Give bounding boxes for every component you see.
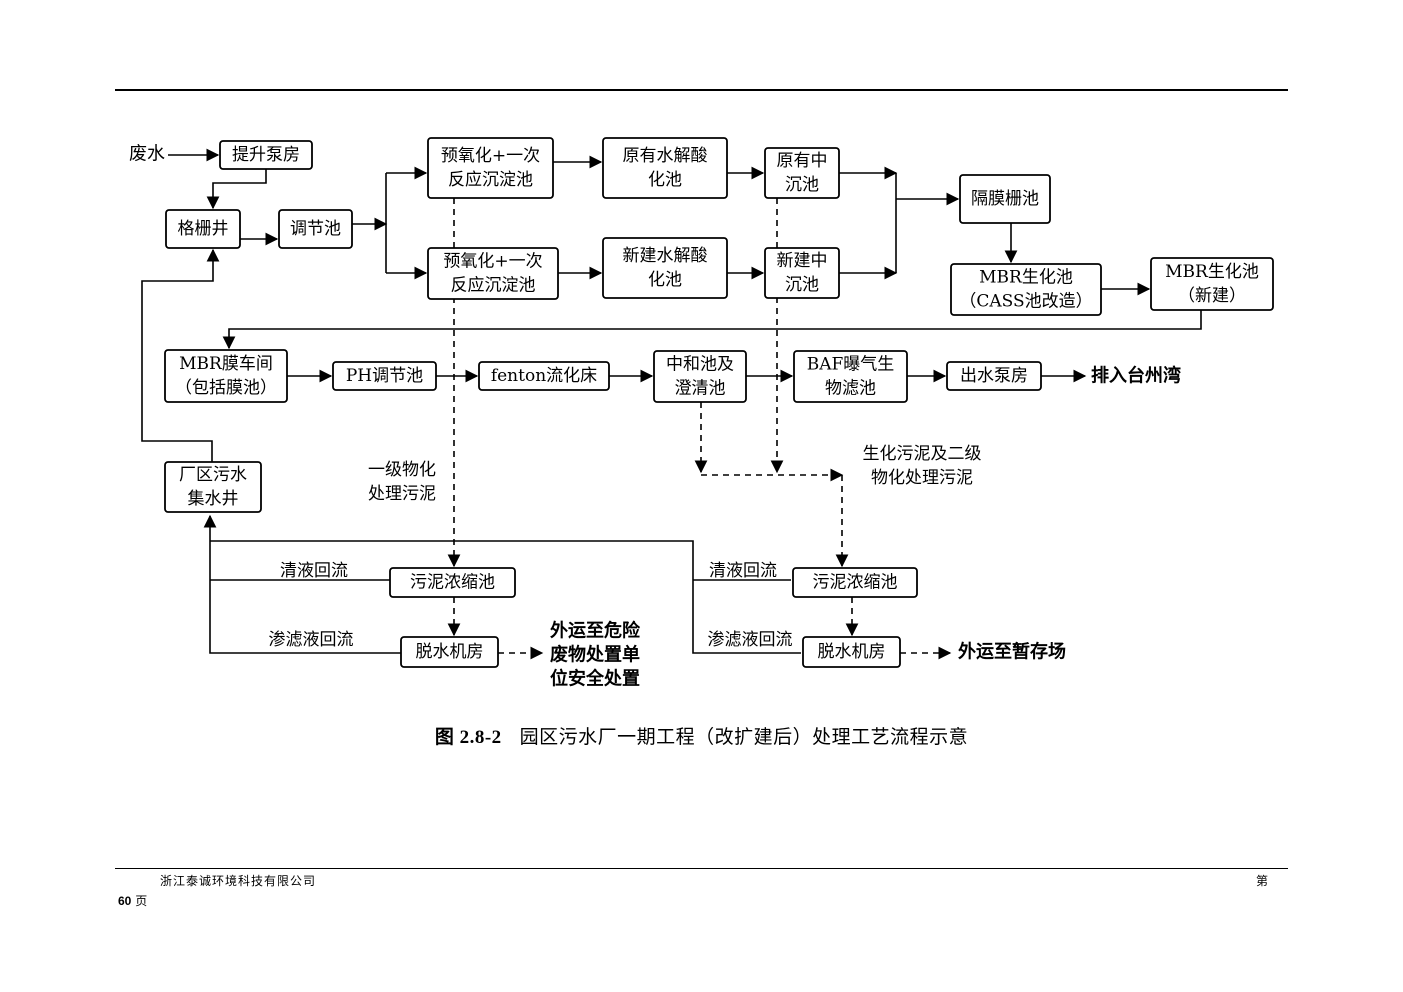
footer-page: 60 页 (118, 892, 147, 909)
pre-oxidation-tank-1-node-box (427, 137, 554, 199)
footer-company: 浙江泰诚环境科技有限公司 (160, 874, 317, 888)
regulating-tank-node-box (278, 209, 353, 249)
dewatering-room-2-node-label: 脱水机房 (818, 642, 886, 662)
bio-sludge-label-line-1: 生化污泥及二级 (863, 444, 982, 464)
baf-filter-node-box (793, 350, 908, 403)
arrow-mbr-new-to-mbr-room (222, 310, 1202, 350)
pre-oxidation-tank-2-node-label-line-1: 预氧化+一次 (443, 252, 542, 272)
primary-sludge-label-line-1: 一级物化 (368, 460, 436, 480)
fenton-bed-node-box (478, 361, 610, 391)
figure-caption: 图 2.8-2 园区污水厂一期工程（改扩建后）处理工艺流程示意 (0, 722, 1403, 749)
dewatering-room-2-node-box (802, 636, 901, 668)
neutralization-clarifier-node-label-line-1: 中和池及 (666, 355, 734, 375)
grille-well-node-box (165, 209, 241, 249)
pre-oxidation-tank-2-node-label-line-2: 反应沉淀池 (451, 276, 536, 296)
fenton-bed-node-label: fenton流化床 (491, 366, 597, 386)
hydrolysis-tank-existing-node-box (602, 137, 728, 199)
mbr-new-tank-node-box (1150, 257, 1274, 311)
header-rule (115, 89, 1288, 91)
liquid-return-1-label: 清液回流 (280, 561, 348, 581)
secondary-settling-new-node-box (764, 247, 840, 299)
filtrate-return-2-label: 渗滤液回流 (708, 630, 793, 650)
membrane-grille-tank-node-box (959, 174, 1051, 224)
secondary-settling-existing-node-label-line-2: 沉池 (785, 175, 819, 195)
figure-number: 图 2.8-2 (434, 727, 502, 748)
outlet-pump-house-node-label: 出水泵房 (960, 366, 1028, 386)
mbr-membrane-room-node-label-line-1: MBR膜车间 (179, 354, 273, 374)
secondary-settling-new-node-label-line-1: 新建中 (777, 251, 828, 271)
membrane-grille-tank-node-label: 隔膜栅池 (971, 189, 1039, 209)
pre-oxidation-tank-2-node-box (427, 247, 559, 300)
page-suffix: 页 (135, 894, 148, 908)
hydrolysis-tank-existing-node-label-line-2: 化池 (648, 170, 682, 190)
dewatering-room-1-node-box (400, 636, 499, 668)
primary-sludge-label-line-2: 处理污泥 (368, 484, 436, 504)
mbr-cass-tank-node-box (950, 263, 1102, 316)
secondary-settling-existing-node-box (764, 147, 840, 199)
outlet-pump-house-node-box (946, 361, 1042, 391)
baf-filter-node-label-line-1: BAF曝气生 (807, 355, 895, 375)
discharge-taizhou-bay-label: 排入台州湾 (1091, 365, 1181, 387)
figure-title: 园区污水厂一期工程（改扩建后）处理工艺流程示意 (519, 726, 969, 748)
arrow-collection-well-to-grille (141, 248, 220, 462)
dewatering-room-1-node-label: 脱水机房 (416, 642, 484, 662)
arrow-returns-to-collection-well (203, 514, 401, 654)
line-returns-right-loop (210, 540, 801, 654)
sludge-thickener-1-node-box (389, 567, 516, 598)
bio-sludge-label-line-2: 物化处理污泥 (871, 468, 973, 488)
secondary-settling-new-node-label-line-2: 沉池 (785, 275, 819, 295)
grille-well-node-label: 格栅井 (178, 219, 229, 239)
mbr-cass-tank-node-label-line-1: MBR生化池 (979, 268, 1073, 288)
sludge-thickener-2-node-label: 污泥浓缩池 (813, 573, 898, 593)
footer-page-prefix: 第 (1256, 874, 1269, 888)
hydrolysis-tank-new-node-label-line-1: 新建水解酸 (623, 246, 708, 266)
hydrolysis-tank-new-node-box (602, 237, 728, 299)
pre-oxidation-tank-1-node-label-line-2: 反应沉淀池 (448, 170, 533, 190)
sewage-collection-well-node-box (164, 461, 262, 513)
secondary-settling-existing-node-label-line-1: 原有中 (777, 151, 828, 171)
wastewater-source-label: 废水 (129, 144, 165, 165)
hazardous-disposal-label-line-1: 外运至危险 (550, 620, 641, 642)
hydrolysis-tank-existing-node-label-line-1: 原有水解酸 (623, 146, 708, 166)
lift-pump-house-node-box (219, 140, 313, 170)
mbr-new-tank-node-label-line-2: （新建） (1178, 286, 1246, 306)
pre-oxidation-tank-1-node-label-line-1: 预氧化+一次 (441, 146, 540, 166)
footer-rule (115, 868, 1288, 869)
sewage-collection-well-node-label-line-2: 集水井 (188, 489, 239, 509)
temporary-storage-label: 外运至暂存场 (958, 641, 1066, 663)
ph-regulating-tank-node-label: PH调节池 (346, 366, 423, 386)
sludge-thickener-1-node-label: 污泥浓缩池 (410, 573, 495, 593)
hazardous-disposal-label-line-2: 废物处置单 (550, 644, 640, 666)
mbr-cass-tank-node-label-line-2: （CASS池改造） (959, 292, 1092, 312)
neutralization-clarifier-node-box (653, 350, 747, 403)
arrow-lift-to-grille (206, 169, 267, 210)
baf-filter-node-label-line-2: 物滤池 (825, 379, 876, 399)
sewage-collection-well-node-label-line-1: 厂区污水 (179, 465, 247, 485)
hydrolysis-tank-new-node-label-line-2: 化池 (648, 270, 682, 290)
lift-pump-house-node-label: 提升泵房 (232, 145, 300, 165)
mbr-membrane-room-node-label-line-2: （包括膜池） (175, 378, 277, 398)
page-number: 60 (118, 894, 132, 908)
mbr-new-tank-node-label-line-1: MBR生化池 (1165, 262, 1259, 282)
ph-regulating-tank-node-box (332, 361, 437, 391)
filtrate-return-1-label: 渗滤液回流 (269, 630, 354, 650)
mbr-membrane-room-node-box (164, 349, 288, 403)
neutralization-clarifier-node-label-line-2: 澄清池 (675, 379, 726, 399)
hazardous-disposal-label-line-3: 位安全处置 (550, 668, 640, 690)
regulating-tank-node-label: 调节池 (290, 219, 341, 239)
sludge-thickener-2-node-box (792, 567, 918, 598)
liquid-return-2-label: 清液回流 (709, 561, 777, 581)
